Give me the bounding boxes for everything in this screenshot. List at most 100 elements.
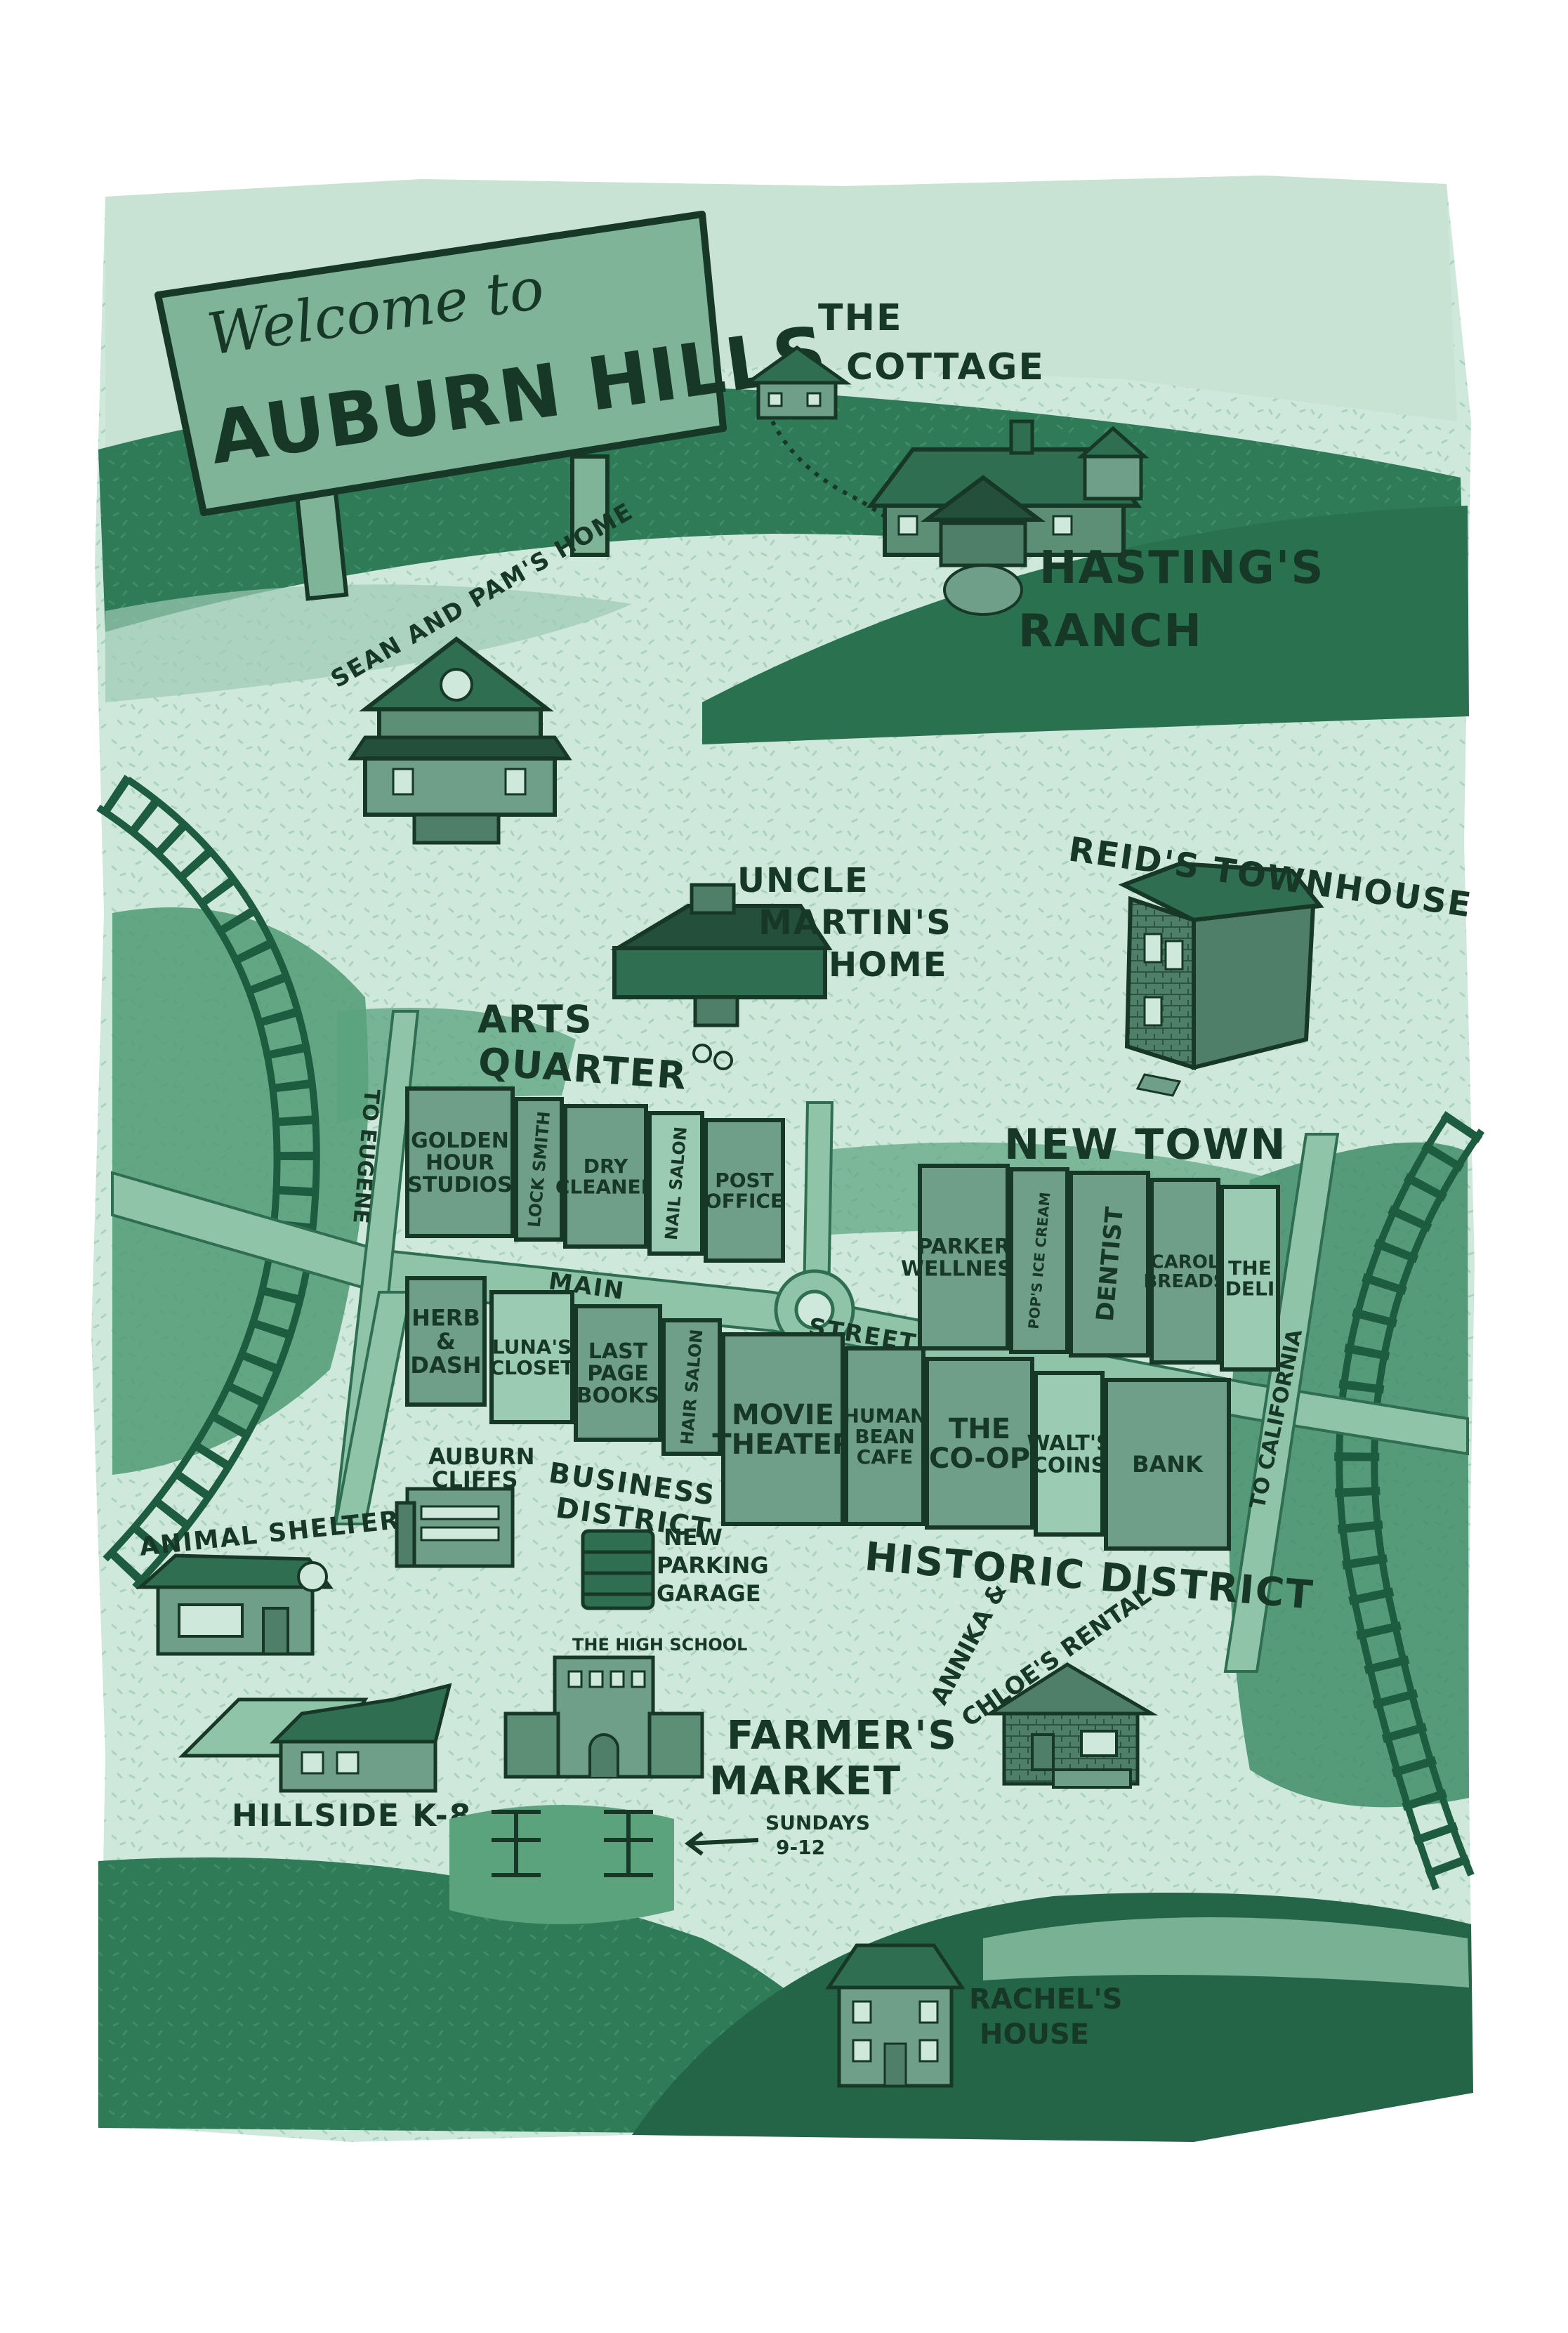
farmers-market-label-1: FARMER'S [727, 1713, 958, 1759]
shop-name: BANK [1132, 1451, 1204, 1478]
farmers-market-label-2: MARKET [709, 1759, 902, 1804]
shop-block [844, 1346, 925, 1526]
shop-name-line: PARKER [917, 1235, 1010, 1259]
shop-name-line: GOLDEN [411, 1129, 509, 1153]
road-right [1223, 1133, 1340, 1673]
shop-name-line: CAROL [1151, 1251, 1220, 1273]
shop-name-line: CLOSET [490, 1356, 574, 1379]
parking-garage-icon [581, 1529, 655, 1610]
shop-block [489, 1290, 574, 1424]
shop-name-line: CO-OP [929, 1442, 1030, 1475]
hastings-ranch-label-1: HASTING'S [1039, 542, 1324, 594]
shop-name-line: BOOKS [577, 1384, 660, 1408]
shop-name-line: & [436, 1328, 456, 1355]
annika-chloe-rental-icon [984, 1662, 1159, 1789]
shop-name-line: BREADS [1143, 1271, 1226, 1292]
shop-name-line: PAGE [587, 1362, 649, 1386]
animal-shelter-icon [136, 1553, 334, 1656]
shop-name-line: POST [715, 1169, 774, 1192]
parking-garage-label-3: GARAGE [657, 1580, 761, 1607]
shop-block [1104, 1378, 1231, 1551]
farmers-market-icon [449, 1805, 759, 1924]
shop-name-line: HERB [411, 1305, 480, 1332]
welcome-sign: Welcome to AUBURN HILLS [154, 211, 833, 601]
shop-name-line: COINS [1032, 1453, 1106, 1478]
shop-name-line: STUDIOS [407, 1173, 513, 1197]
uncle-martins-label-2: MARTIN'S [758, 903, 952, 942]
parking-garage-label-1: NEW [664, 1524, 723, 1551]
hastings-ranch-label-2: RANCH [1018, 605, 1203, 657]
hillside-k8-icon [178, 1683, 452, 1793]
shop-name-line: HOUR [426, 1151, 494, 1176]
shop-name-line: THE [949, 1413, 1010, 1445]
shop-name-line: BANK [1132, 1451, 1204, 1478]
shop-name-line: CAFE [857, 1445, 913, 1468]
shop-name-line: WALT'S [1027, 1431, 1111, 1456]
shop-name-line: BEAN [855, 1425, 915, 1448]
shop-name-line: MOVIE [732, 1399, 834, 1431]
high-school-label: THE HIGH SCHOOL [572, 1635, 747, 1655]
shop-block [721, 1332, 845, 1526]
shop-name-line: LAST [588, 1339, 648, 1364]
hastings-ranch-icon [867, 419, 1149, 616]
road-lower [334, 1291, 413, 1525]
shop-block [1069, 1171, 1150, 1358]
shop-name-line: WELLNESS [901, 1256, 1027, 1281]
shop-name: HERB&DASH [410, 1305, 481, 1379]
roundabout-center [794, 1289, 835, 1330]
rachels-house-icon [825, 1943, 966, 2088]
shop-block [405, 1086, 515, 1238]
shop-name-line: CLEANER [555, 1176, 656, 1199]
shop-block [925, 1357, 1034, 1530]
shop-name-line: OFFICE [705, 1190, 784, 1213]
shop-block [918, 1164, 1010, 1350]
shop-block [574, 1304, 662, 1442]
hill-bottom-far [983, 1917, 1469, 1987]
auburn-cliffs-icon [395, 1487, 515, 1568]
auburn-cliffs-label-2: CLIFFS [432, 1466, 518, 1493]
shop-block [661, 1318, 722, 1456]
rachels-house-label-2: HOUSE [980, 2018, 1089, 2051]
arts-quarter-label-1: ARTS [477, 997, 593, 1041]
shop-name-line: DASH [410, 1352, 481, 1379]
shop-block [405, 1276, 487, 1407]
shop-block [1149, 1178, 1220, 1365]
the-cottage-label-1: THE [818, 297, 903, 339]
shop-name-line: LUNA'S [492, 1336, 572, 1359]
the-cottage-label-2: COTTAGE [846, 346, 1045, 388]
shop-block [1009, 1167, 1069, 1354]
auburn-cliffs-label-1: AUBURN [428, 1443, 535, 1470]
rachels-house-label-1: RACHEL'S [969, 1983, 1122, 2016]
shop-name-line: HUMAN [843, 1404, 926, 1427]
shop-name-line: THEATER [712, 1428, 853, 1461]
shop-name-line: THE [1228, 1256, 1272, 1280]
hill-top-right [702, 506, 1469, 744]
shop-name-line: DRY [584, 1155, 628, 1178]
hillside-k8-label: HILLSIDE K-8 [232, 1798, 472, 1834]
shop-block [704, 1118, 785, 1263]
parking-garage-label-2: PARKING [657, 1552, 769, 1579]
farmers-market-hours-2: 9-12 [776, 1836, 825, 1859]
shop-name-line: DELI [1225, 1277, 1275, 1301]
high-school-icon [503, 1655, 704, 1779]
new-town-label: NEW TOWN [1004, 1120, 1287, 1169]
railroad-track-left [96, 775, 320, 1590]
shop-block [563, 1104, 648, 1249]
